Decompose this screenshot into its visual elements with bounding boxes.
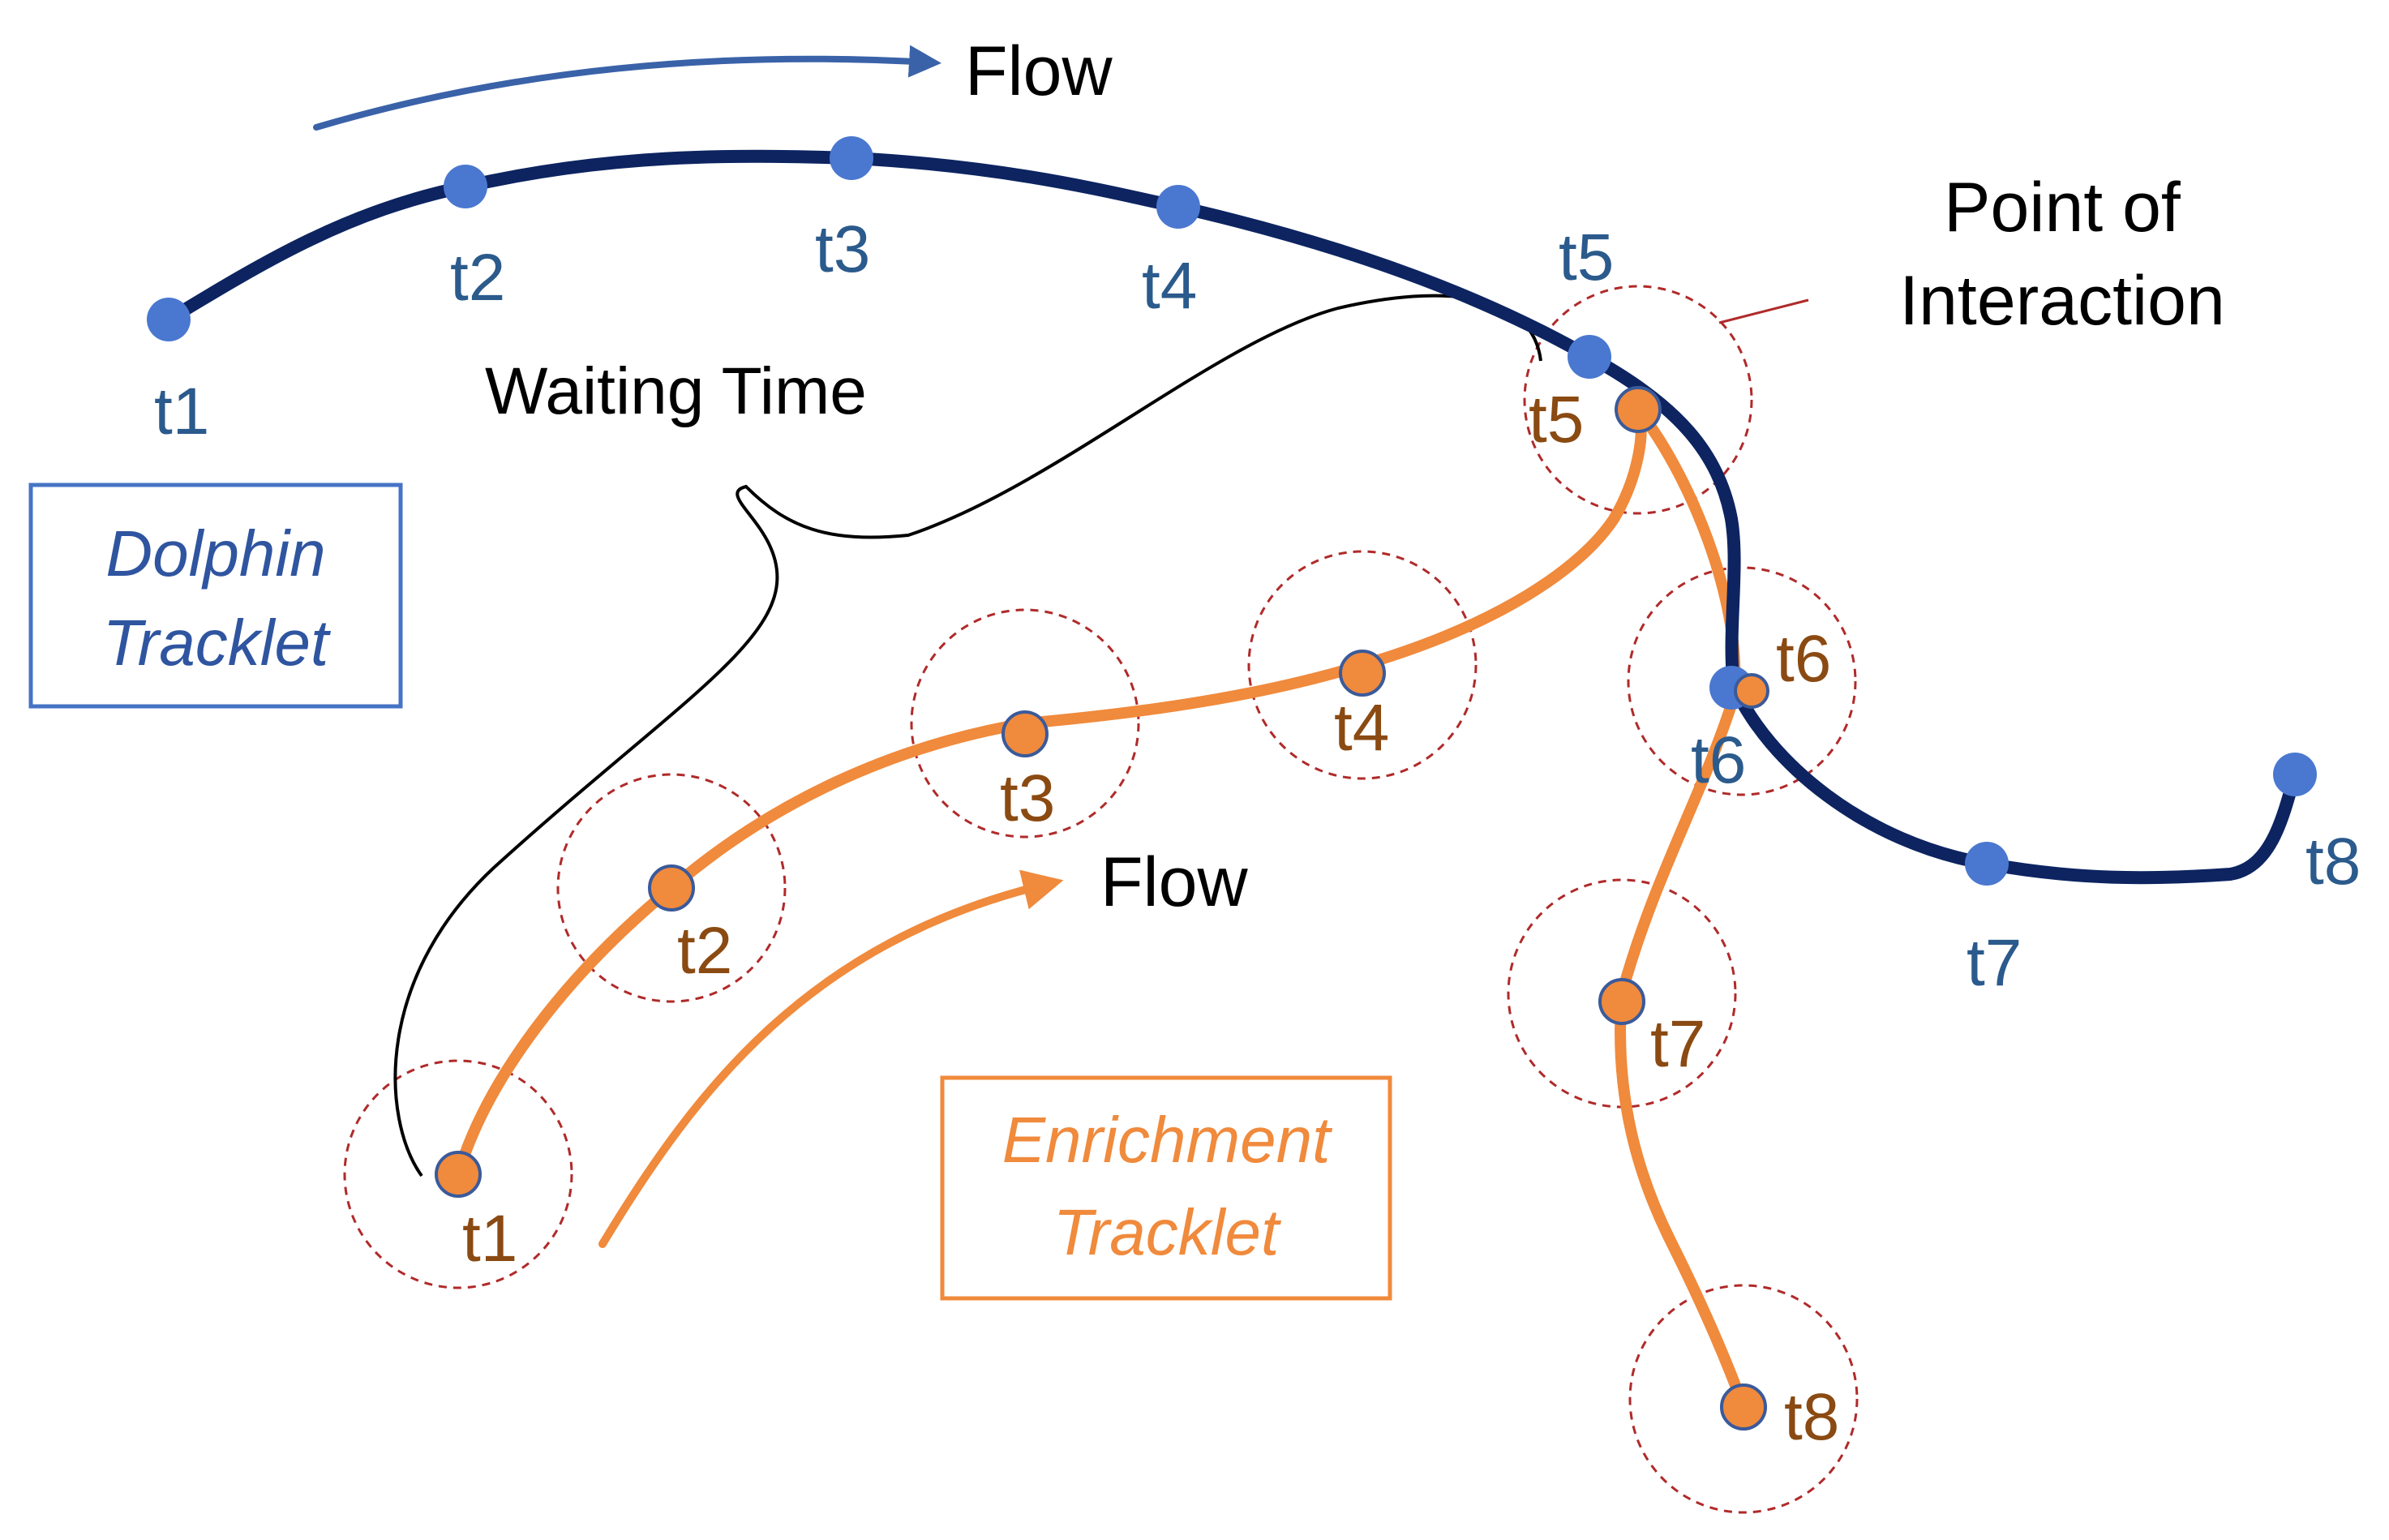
dolphin-point-t8: [2273, 753, 2317, 796]
dolphin-legend-box: [28, 483, 403, 709]
circle-t6: [1627, 566, 1857, 796]
enrichment-legend: Enrichment Tracklet: [940, 1075, 1392, 1301]
circle-t4: [1247, 550, 1478, 780]
interaction-label-line1: Point of: [1944, 169, 2181, 247]
circle-t3: [910, 608, 1140, 839]
dolphin-flow-label: Flow: [965, 32, 1113, 110]
dolphin-label-t5: t5: [1559, 221, 1614, 294]
dolphin-point-t7: [1965, 842, 2009, 886]
dolphin-label-t3: t3: [815, 212, 870, 286]
dolphin-label-t6: t6: [1691, 723, 1746, 797]
dolphin-point-t3: [830, 136, 873, 180]
waiting-time-label: Waiting Time: [485, 354, 867, 428]
circle-t1: [343, 1059, 573, 1289]
enrichment-label-t3: t3: [1000, 761, 1055, 835]
enrichment-point-t8: [1720, 1383, 1767, 1431]
enrichment-label-t5: t5: [1529, 383, 1584, 457]
enrichment-track: [452, 404, 1749, 1413]
enrichment-point-t6: [1734, 673, 1769, 709]
enrichment-label-t2: t2: [677, 914, 732, 988]
enrichment-points: [435, 386, 1769, 1431]
enrichment-label-t4: t4: [1334, 691, 1389, 765]
enrichment-point-t3: [1001, 710, 1049, 757]
dolphin-legend-line1: Dolphin: [105, 517, 325, 590]
interaction-pointer-line: [1718, 298, 1809, 324]
enrichment-label-t1: t1: [462, 1202, 517, 1276]
interaction-circles: [343, 285, 1859, 1514]
dolphin-legend: Dolphin Tracklet: [28, 483, 403, 709]
dolphin-label-t4: t4: [1142, 249, 1197, 323]
enrichment-label-t6: t6: [1776, 622, 1831, 696]
dolphin-legend-line2: Tracklet: [103, 607, 331, 679]
circle-t8: [1628, 1284, 1859, 1514]
enrichment-flow-label: Flow: [1100, 843, 1248, 921]
dolphin-label-t8: t8: [2305, 825, 2361, 899]
dolphin-point-t4: [1156, 185, 1200, 229]
enrichment-labels: t1 t2 t3 t4 t5 t6 t7 t8: [462, 383, 1839, 1454]
dolphin-labels: t1 t2 t3 t4 t5 t6 t7 t8: [154, 212, 2361, 1000]
enrichment-legend-box: [940, 1075, 1392, 1301]
enrichment-label-t8: t8: [1784, 1380, 1839, 1454]
dolphin-label-t7: t7: [1967, 926, 2022, 1000]
enrichment-point-t5: [1615, 386, 1662, 433]
dolphin-label-t1: t1: [154, 375, 209, 448]
enrichment-point-t2: [648, 864, 695, 912]
circle-t2: [556, 773, 787, 1003]
enrichment-legend-line1: Enrichment: [1002, 1104, 1332, 1176]
dolphin-point-t1: [147, 298, 191, 341]
enrichment-point-t1: [435, 1151, 482, 1198]
dolphin-label-t2: t2: [450, 241, 505, 315]
dolphin-flow-arrow: [313, 45, 941, 131]
dolphin-point-t5: [1568, 335, 1611, 379]
enrichment-point-t4: [1339, 650, 1386, 697]
waiting-time-brace: [393, 294, 1542, 1178]
interaction-label-line2: Interaction: [1899, 262, 2225, 340]
enrichment-flow-arrow: [598, 869, 1064, 1248]
circle-t5: [1523, 285, 1753, 515]
enrichment-point-t7: [1598, 978, 1645, 1025]
dolphin-point-t2: [444, 165, 487, 208]
enrichment-label-t7: t7: [1650, 1007, 1705, 1081]
enrichment-legend-line2: Tracklet: [1053, 1196, 1281, 1268]
